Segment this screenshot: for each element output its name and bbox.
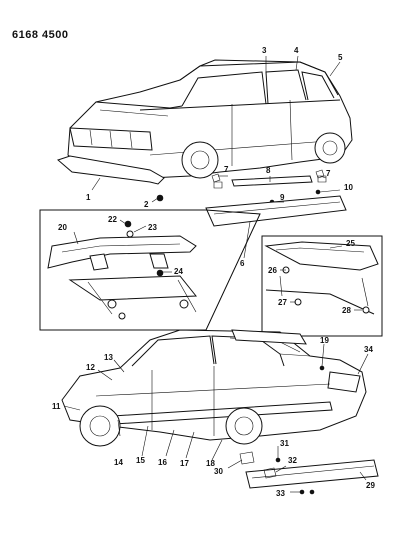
callout-6: 6: [240, 259, 245, 268]
inset-left-box: [39, 209, 261, 331]
callout-13: 13: [104, 353, 113, 362]
callout-32: 32: [288, 456, 297, 465]
callout-20: 20: [58, 223, 67, 232]
callout-labels: 1 2 3 4 5 6 7 7 8 9 10 11 12 13 14 15 16…: [52, 46, 375, 498]
callout-7-left: 7: [224, 165, 229, 174]
callout-23: 23: [148, 223, 157, 232]
top-car-illustration: [57, 59, 353, 227]
callout-27: 27: [278, 298, 287, 307]
callout-7-right: 7: [326, 169, 331, 178]
leader-lines: [63, 55, 369, 493]
callout-8: 8: [266, 166, 271, 175]
callout-9: 9: [280, 193, 285, 202]
callout-14: 14: [114, 458, 123, 467]
callout-11: 11: [52, 402, 61, 411]
callout-31: 31: [280, 439, 289, 448]
callout-1: 1: [86, 193, 91, 202]
diagram-code: 6168 4500: [12, 29, 69, 41]
callout-15: 15: [136, 456, 145, 465]
callout-29: 29: [366, 481, 375, 490]
callout-24: 24: [174, 267, 183, 276]
bottom-car-illustration: [61, 329, 379, 495]
callout-26: 26: [268, 266, 277, 275]
callout-4: 4: [294, 46, 299, 55]
callout-19: 19: [320, 336, 329, 345]
inset-right-box: [261, 235, 383, 337]
callout-18: 18: [206, 459, 215, 468]
callout-5: 5: [338, 53, 343, 62]
callout-10: 10: [344, 183, 353, 192]
callout-12: 12: [86, 363, 95, 372]
callout-16: 16: [158, 458, 167, 467]
callout-22: 22: [108, 215, 117, 224]
callout-25: 25: [346, 239, 355, 248]
callout-17: 17: [180, 459, 189, 468]
callout-3: 3: [262, 46, 267, 55]
callout-34: 34: [364, 345, 373, 354]
callout-30: 30: [214, 467, 223, 476]
callout-2: 2: [144, 200, 149, 209]
callout-28: 28: [342, 306, 351, 315]
callout-33: 33: [276, 489, 285, 498]
